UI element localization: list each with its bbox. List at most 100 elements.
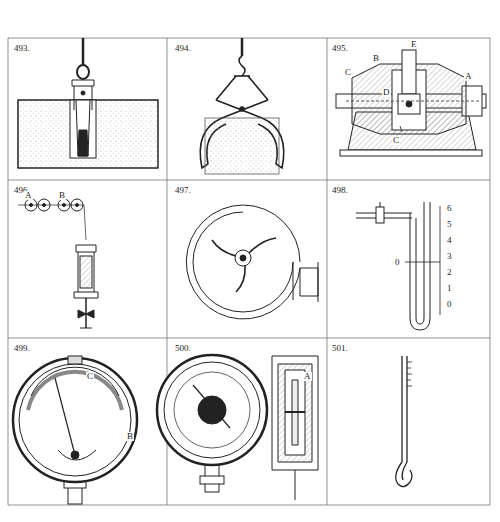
fan-figure-part xyxy=(212,240,236,256)
figure-number: 501. xyxy=(331,344,349,353)
fan-figure xyxy=(186,205,318,319)
grid-lines-part xyxy=(490,38,491,505)
gauge-section-figure-part xyxy=(285,370,305,455)
coupling-figure-part xyxy=(340,150,482,156)
coupling-figure-part xyxy=(400,126,402,132)
spinning-figure-part xyxy=(80,256,92,288)
callout-letter: E xyxy=(410,40,418,49)
gauge-figure-part xyxy=(19,364,131,476)
grid-lines-part xyxy=(8,180,490,181)
callout-letter: 0 xyxy=(446,300,453,309)
spinning-figure-part xyxy=(84,205,86,240)
callout-letter: 3 xyxy=(446,252,453,261)
callout-letter: 0 xyxy=(394,258,401,267)
gauge-section-figure-part xyxy=(174,372,250,448)
hook-thermometer-figure-part xyxy=(407,362,412,386)
lewis-figure-part xyxy=(72,80,94,86)
lewis-figure xyxy=(18,38,158,168)
gauge-section-figure-part xyxy=(157,355,267,465)
callout-letter: B xyxy=(372,54,380,63)
tongs-figure-part xyxy=(216,100,268,118)
coupling-figure-part xyxy=(398,94,420,114)
coupling-figure xyxy=(336,50,486,156)
coupling-figure-part xyxy=(402,50,416,94)
grid-lines-part xyxy=(8,38,9,505)
spinning-figure xyxy=(18,199,98,328)
spinning-figure-part xyxy=(80,328,92,329)
callout-letter: C xyxy=(392,136,400,145)
manometer-figure xyxy=(356,202,440,330)
spinning-figure-part xyxy=(18,205,84,206)
tongs-figure-part xyxy=(205,118,279,174)
lewis-figure-part xyxy=(18,100,158,168)
gauge-figure-part xyxy=(28,372,122,410)
gauge-figure-part xyxy=(31,367,119,396)
callout-letter: 6 xyxy=(446,204,453,213)
coupling-figure-part xyxy=(346,101,480,102)
manometer-figure-part xyxy=(410,202,430,330)
tongs-figure-part xyxy=(240,107,244,111)
lewis-figure-part xyxy=(77,65,89,79)
gauge-section-figure-part xyxy=(285,411,305,413)
fan-figure-part xyxy=(193,212,293,312)
fan-figure-part xyxy=(318,262,319,302)
grid-lines-part xyxy=(8,38,490,39)
spinning-figure-part xyxy=(76,245,96,252)
callout-letter: 2 xyxy=(446,268,453,277)
fan-figure-part xyxy=(186,205,318,319)
tongs-figure-part xyxy=(216,76,268,100)
lewis-figure-part xyxy=(82,38,85,66)
gauge-figure xyxy=(13,356,137,504)
callout-letter: 1 xyxy=(446,284,453,293)
callout-letter: B xyxy=(58,191,66,200)
callout-letter: A xyxy=(464,72,473,81)
coupling-figure-part xyxy=(406,101,412,107)
hook-thermometer-figure-part xyxy=(396,462,412,487)
manometer-figure-part xyxy=(416,202,424,324)
gauge-section-figure-part xyxy=(198,396,226,424)
manometer-figure-part xyxy=(380,202,381,207)
tongs-figure-part xyxy=(239,56,245,76)
spinning-figure-part xyxy=(85,298,87,328)
figure-number: 494. xyxy=(174,44,192,53)
gauge-section-figure-part xyxy=(200,476,224,484)
callout-letter: A xyxy=(303,372,312,381)
grid-lines-part xyxy=(327,38,328,505)
lewis-figure-part xyxy=(81,91,85,95)
gauge-figure-part xyxy=(13,358,137,482)
gauge-section-figure-part xyxy=(278,364,312,462)
lewis-figure-part xyxy=(78,130,88,156)
gauge-section-figure-part xyxy=(193,385,230,428)
fan-figure-part xyxy=(243,205,300,262)
grid-lines-part xyxy=(8,505,490,506)
hook-thermometer-figure xyxy=(396,356,412,487)
manometer-figure-part xyxy=(376,207,384,223)
tongs-figure xyxy=(200,38,284,174)
gauge-figure-part xyxy=(68,356,82,364)
grid-lines-part xyxy=(8,338,490,339)
figure-number: 497. xyxy=(174,186,192,195)
callout-letter: 4 xyxy=(446,236,453,245)
gauge-section-figure-part xyxy=(164,362,260,458)
manometer-figure-part xyxy=(405,262,440,263)
gauge-section-figure-part xyxy=(272,356,318,470)
callout-letter: 5 xyxy=(446,220,453,229)
callout-letter: A xyxy=(24,191,33,200)
gauge-section-figure-part xyxy=(295,470,296,500)
gauge-section-figure xyxy=(157,355,318,500)
gauge-figure-part xyxy=(58,450,96,460)
figure-number: 493. xyxy=(13,44,31,53)
hook-thermometer-figure-part xyxy=(401,356,402,462)
fan-figure-part xyxy=(240,255,246,261)
lewis-figure-part xyxy=(76,100,90,156)
callout-letter: D xyxy=(382,88,391,97)
callout-letter: B xyxy=(126,432,134,441)
figure-number: 495. xyxy=(331,44,349,53)
figure-number: 499. xyxy=(13,344,31,353)
figure-number: 498. xyxy=(331,186,349,195)
grid-lines xyxy=(8,38,490,505)
callout-letter: C xyxy=(344,68,352,77)
gauge-figure-part xyxy=(71,451,79,459)
figure-number: 500. xyxy=(174,344,192,353)
